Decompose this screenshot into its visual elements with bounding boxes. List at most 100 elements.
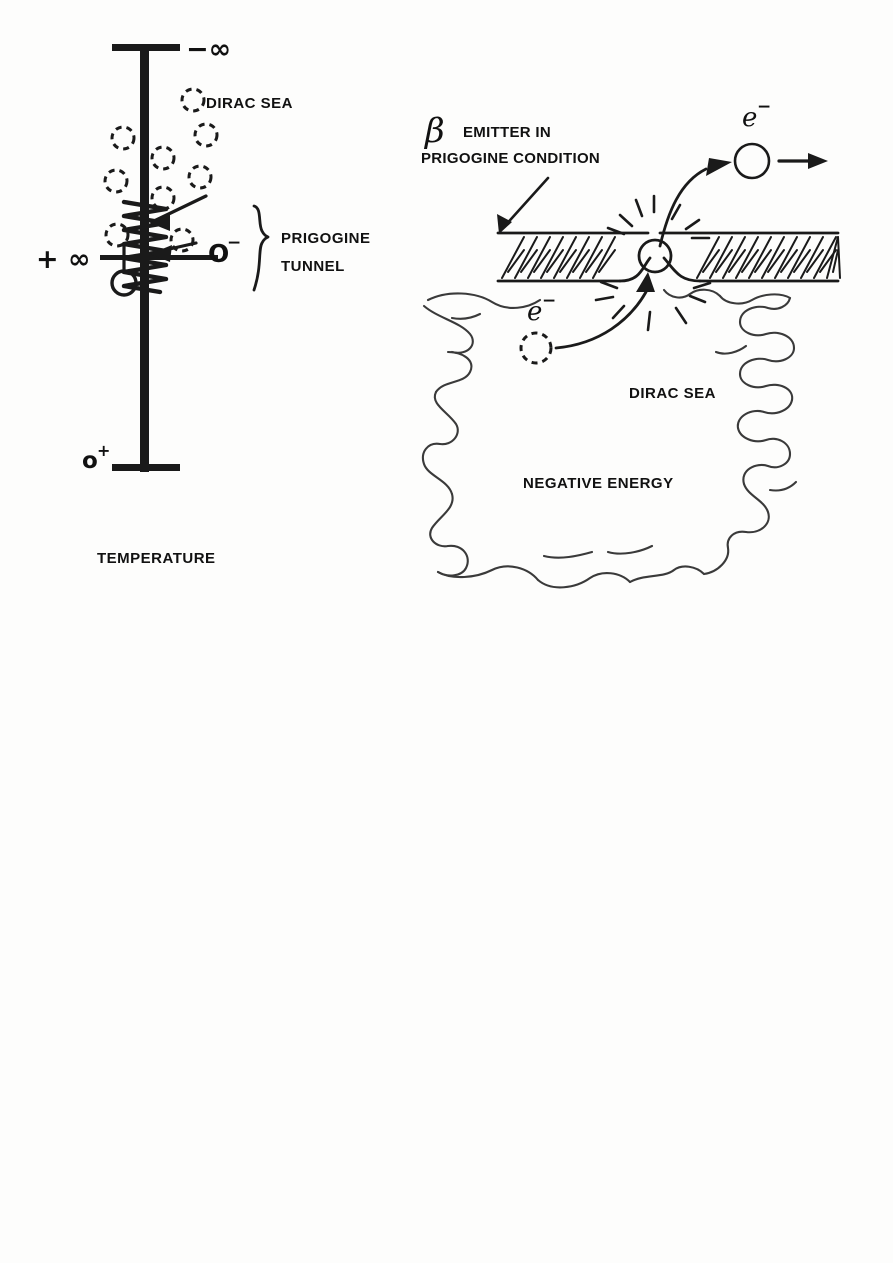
dirac-sea-bubble: [110, 125, 136, 151]
absorption-curve: [554, 290, 648, 350]
incoming-electron-path: [554, 272, 655, 350]
coil-arrow-lower: [150, 241, 198, 262]
band-hatch-stroke: [507, 249, 525, 273]
label-zero-plus-sup: +: [97, 441, 110, 460]
band-hatch-stroke: [832, 249, 839, 273]
prigogine-tunnel-label-line1: PRIGOGINE: [281, 230, 371, 247]
band-hatch-stroke: [553, 236, 577, 279]
right-dirac-sea-label: DIRAC SEA: [629, 385, 716, 402]
cloud-outline-stroke: [436, 565, 540, 582]
band-hatch-stroke: [514, 236, 538, 279]
cloud-outline-stroke: [429, 492, 454, 548]
cloud-outline-stroke: [718, 293, 792, 305]
band-hatch-stroke: [572, 249, 590, 273]
beta-caption-line2: PRIGOGINE CONDITION: [421, 150, 600, 167]
emitted-electron-label: e −: [742, 97, 771, 133]
dirac-sea-bubble: [180, 87, 206, 113]
emission-starburst-top: [606, 194, 711, 240]
dirac-sea-bubble: [150, 145, 176, 171]
band-hatching: [501, 236, 841, 279]
cloud-outline-stroke: [422, 304, 474, 354]
cloud-outline-stroke: [421, 442, 454, 496]
band-hatch-stroke: [774, 236, 798, 279]
band-hatch-stroke: [800, 236, 824, 279]
label-minus-infinity: −∞: [186, 34, 231, 65]
emission-arrowhead: [706, 158, 732, 176]
label-plus-infinity: + ∞: [36, 244, 91, 275]
band-hatch-stroke: [761, 236, 785, 279]
emission-starburst-bottom: [594, 280, 712, 332]
band-hatch-stroke: [813, 236, 837, 279]
ion-marker: [110, 242, 138, 297]
cloud-outline-stroke: [738, 296, 792, 324]
band-hatch-stroke: [709, 236, 733, 279]
incoming-electron-label-base: e: [527, 297, 542, 327]
prigogine-brace: [252, 204, 270, 292]
cloud-outline-stroke: [736, 426, 792, 456]
band-dip-left: [618, 256, 652, 283]
emitted-electron-circle: [733, 142, 771, 180]
coil-arrow-upper: [150, 194, 208, 231]
dirac-sea-bubble: [150, 185, 176, 211]
band-hatch-stroke: [787, 236, 811, 279]
cloud-outline-stroke: [426, 292, 542, 309]
band-hatch-stroke: [793, 249, 811, 273]
emitted-electron-path: [658, 158, 732, 248]
dirac-sea-bubble: [193, 122, 219, 148]
cloud-outline-stroke: [738, 372, 794, 402]
band-hatch-stroke: [696, 236, 720, 279]
label-zero-plus: o +: [82, 441, 110, 474]
cloud-outline-stroke: [433, 390, 459, 446]
band-hatch-stroke: [735, 236, 759, 279]
band-hatch-stroke: [527, 236, 551, 279]
emitted-electron-label-sup: −: [757, 97, 771, 117]
band-hatch-stroke: [837, 236, 841, 279]
band-hatch-stroke: [741, 249, 759, 273]
band-dip-right: [662, 256, 702, 283]
band-hatch-stroke: [566, 236, 590, 279]
band-hatch-stroke: [754, 249, 772, 273]
incoming-electron-label-sup: −: [542, 291, 556, 311]
band-hatch-stroke: [748, 236, 772, 279]
cloud-outline-stroke: [434, 350, 473, 394]
band-hatch-stroke: [826, 236, 839, 279]
scale-bottom-cap: [112, 464, 180, 471]
band-hatch-stroke: [598, 249, 616, 273]
dirac-sea-bubble: [104, 222, 130, 248]
cloud-outline-stroke: [736, 398, 794, 430]
cloud-outline-stroke: [628, 565, 706, 584]
band-hatch-stroke: [579, 236, 603, 279]
cloud-outline-stroke: [738, 346, 796, 376]
band-hatch-stroke: [728, 249, 746, 273]
label-zero-plus-base: o: [82, 448, 98, 474]
emission-curve: [658, 167, 708, 248]
outgoing-arrow: [777, 153, 828, 169]
emitter-band: [496, 231, 841, 283]
cloud-outline-stroke: [542, 550, 594, 559]
cloud-outline-stroke: [738, 320, 796, 350]
emitted-electron-label-base: e: [742, 103, 757, 133]
cloud-outline-stroke: [768, 480, 798, 492]
prigogine-tunnel-label-line2: TUNNEL: [281, 258, 345, 275]
cloud-outline-stroke: [450, 312, 482, 320]
incoming-electron-circle: [519, 331, 553, 365]
incoming-electron-label: e −: [527, 291, 556, 327]
band-hatch-stroke: [780, 249, 798, 273]
band-hatch-stroke: [533, 249, 551, 273]
band-hatch-stroke: [767, 249, 785, 273]
band-hatch-stroke: [546, 249, 564, 273]
band-hatch-stroke: [520, 249, 538, 273]
dirac-sea-bubble: [103, 168, 129, 194]
cloud-outline-stroke: [436, 544, 469, 577]
cloud-outline-stroke: [742, 482, 770, 534]
beta-symbol: β: [423, 111, 445, 151]
band-hatch-stroke: [592, 236, 616, 279]
band-hatch-stroke: [819, 249, 837, 273]
cloud-outline-stroke: [714, 344, 748, 355]
dirac-sea-bubble: [187, 164, 213, 190]
label-o-minus-base: O: [208, 239, 229, 268]
dirac-sea-bubbles: [103, 87, 219, 253]
band-hatch-stroke: [702, 249, 720, 273]
